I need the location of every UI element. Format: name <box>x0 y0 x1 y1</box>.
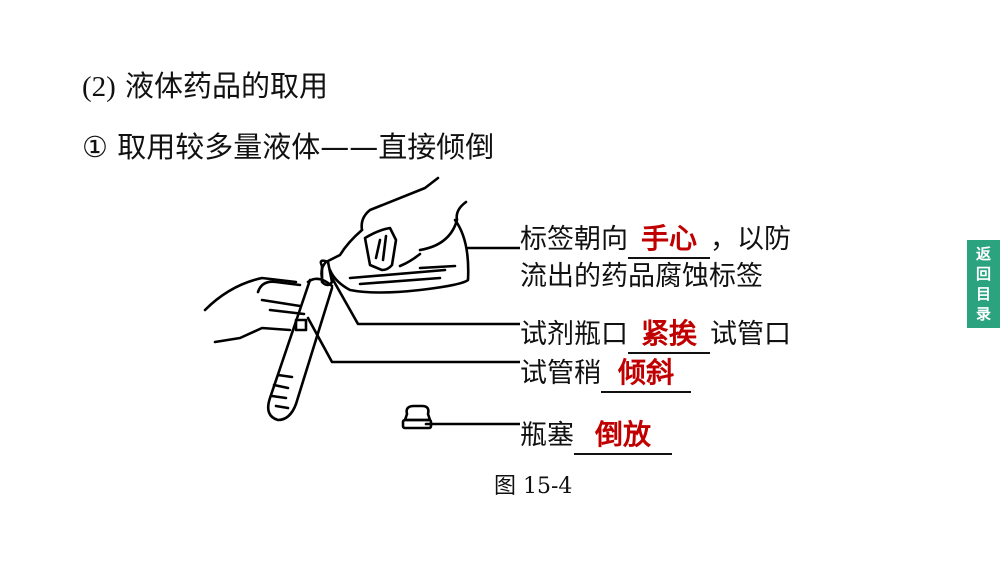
back-button-char: 回 <box>975 265 991 283</box>
answer-blank: 倾斜 <box>601 356 691 393</box>
label-stopper: 瓶塞倒放 <box>520 418 672 455</box>
pouring-liquid-illustration <box>203 176 520 430</box>
label-text: 瓶塞 <box>520 420 574 451</box>
subsection-text: 取用较多量液体——直接倾倒 <box>117 130 495 164</box>
back-to-contents-button[interactable]: 返 回 目 录 <box>967 240 1000 328</box>
label-text: ，以防 <box>710 224 791 255</box>
answer-blank: 手心 <box>628 222 710 259</box>
label-tube-tilt: 试管稍倾斜 <box>520 356 691 393</box>
answer-text: 倾斜 <box>617 356 674 389</box>
answer-text: 倒放 <box>594 418 651 451</box>
label-bottle-mouth: 试剂瓶口紧挨试管口 <box>520 317 791 354</box>
answer-blank: 紧挨 <box>628 317 710 354</box>
back-button-char: 返 <box>975 245 991 263</box>
figure-caption: 图 15-4 <box>494 474 573 499</box>
label-tag-facing: 标签朝向手心 ，以防 <box>520 222 791 259</box>
section-number: (2) <box>82 71 116 103</box>
subsection-heading: ① 取用较多量液体——直接倾倒 <box>82 127 494 167</box>
back-button-char: 目 <box>975 285 991 303</box>
answer-text: 手心 <box>640 222 697 255</box>
label-text: 试管稍 <box>520 358 601 389</box>
label-text: 试剂瓶口 <box>520 319 628 350</box>
label-tag-facing-line2: 流出的药品腐蚀标签 <box>520 261 763 292</box>
answer-text: 紧挨 <box>640 317 697 350</box>
label-text: 标签朝向 <box>520 224 628 255</box>
subsection-marker: ① <box>82 130 108 164</box>
answer-blank: 倒放 <box>574 418 672 455</box>
section-title: 液体药品的取用 <box>125 69 329 103</box>
section-heading: (2) 液体药品的取用 <box>82 66 328 107</box>
back-button-char: 录 <box>975 305 991 323</box>
label-text: 试管口 <box>710 319 791 350</box>
